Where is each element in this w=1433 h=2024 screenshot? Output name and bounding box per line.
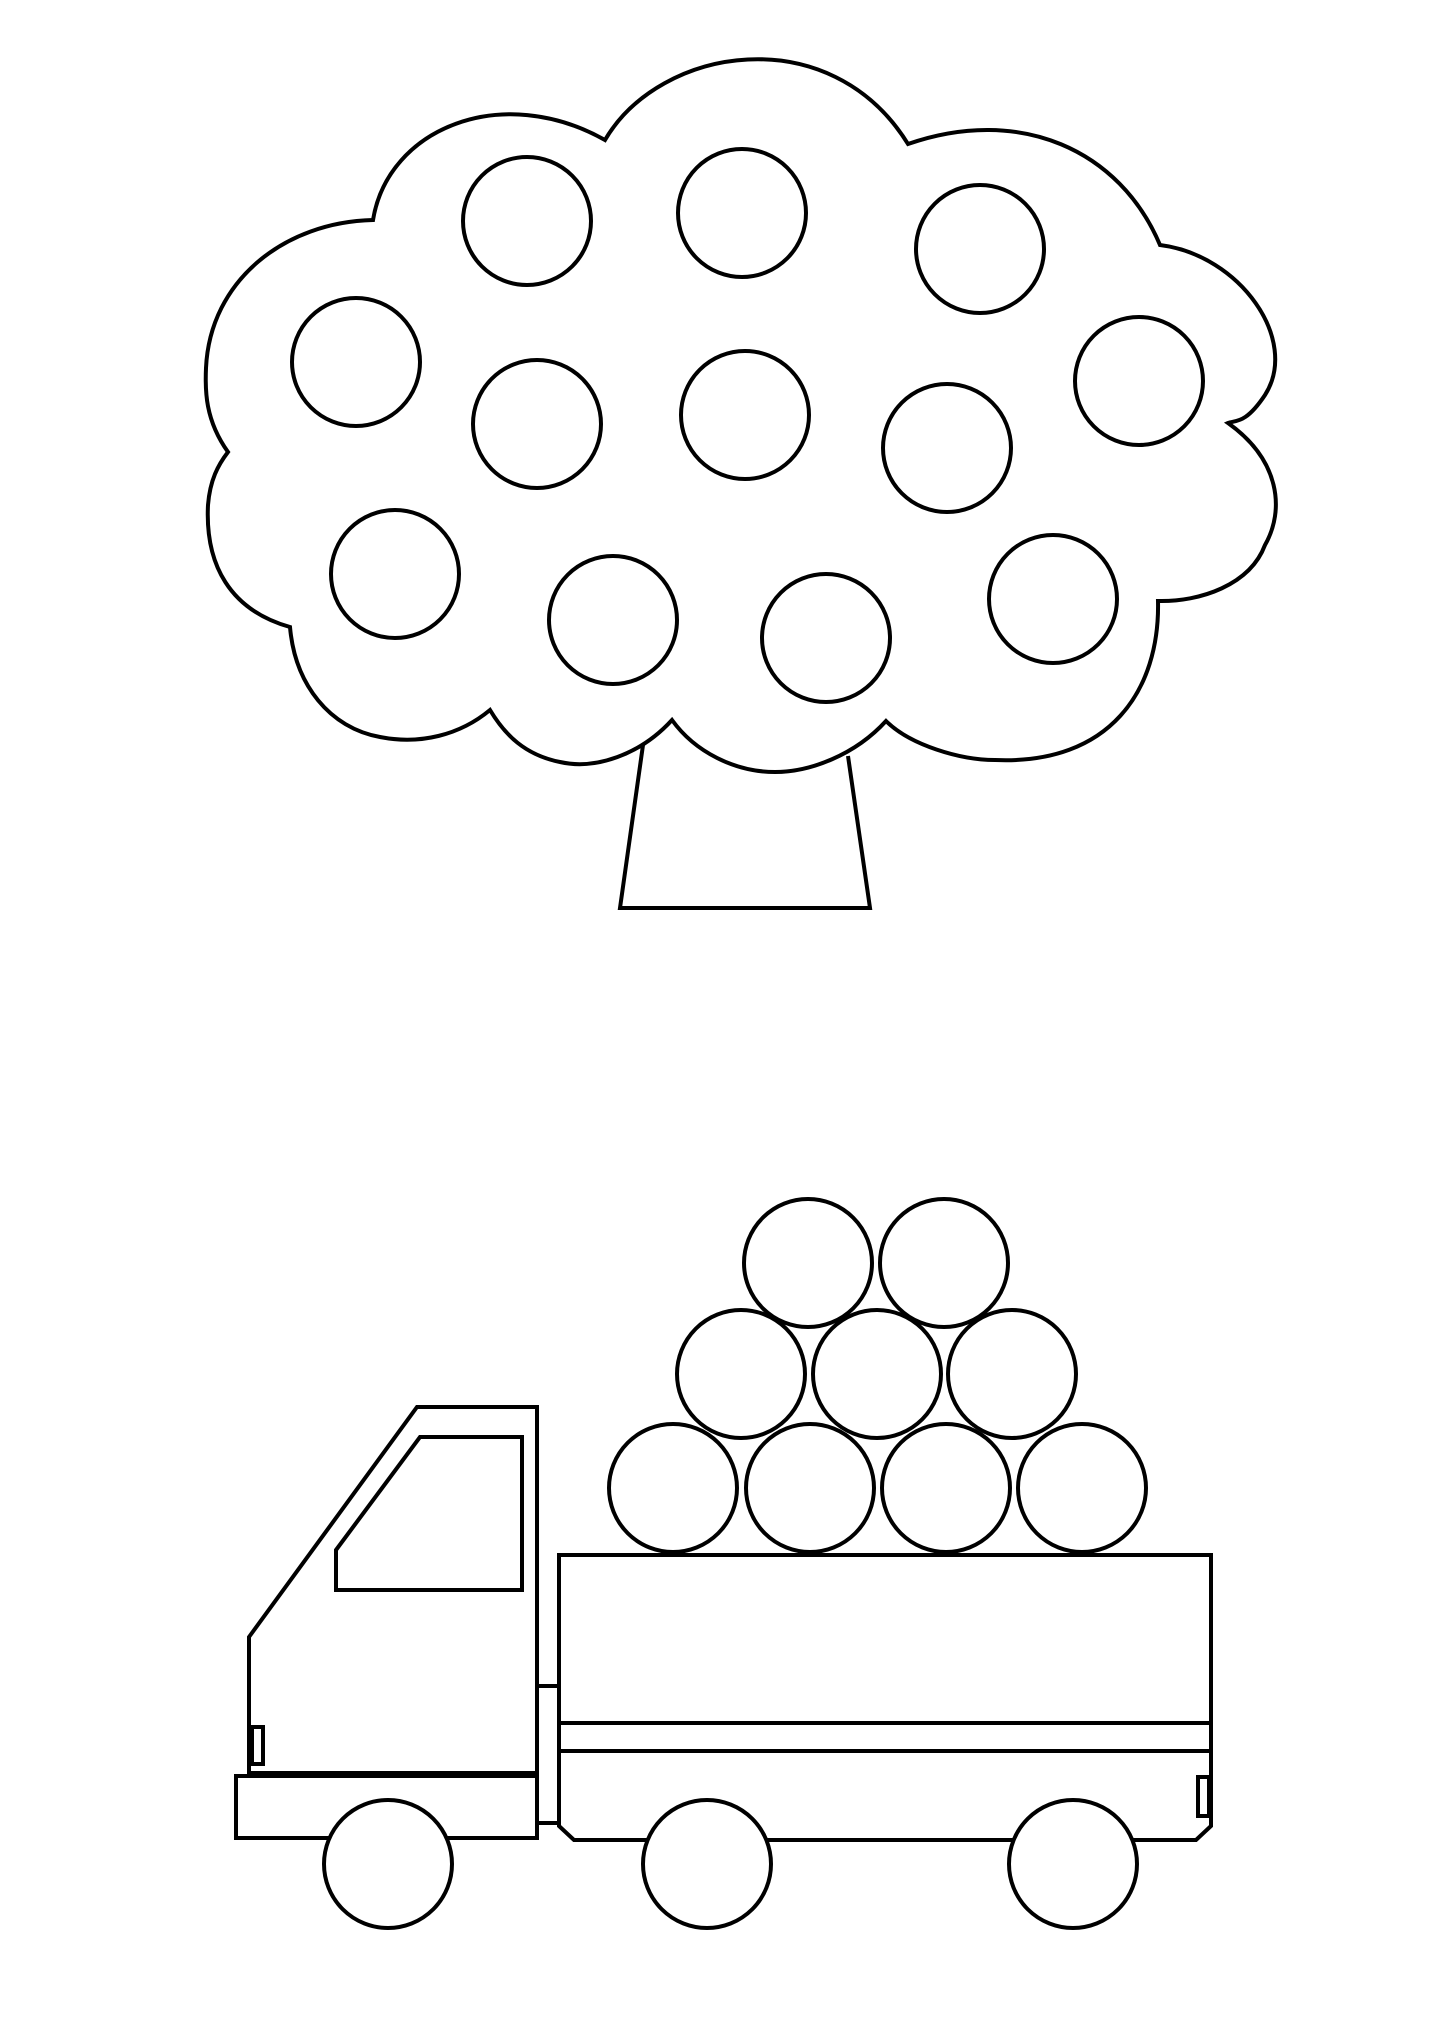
tree-dot — [329, 508, 461, 640]
tree-dot — [760, 572, 892, 704]
truck-fruit — [742, 1197, 874, 1329]
truck-fruit — [744, 1422, 876, 1554]
truck-fruit — [946, 1308, 1078, 1440]
tree — [203, 57, 1278, 910]
truck-wheel — [641, 1798, 773, 1930]
truck-fruit — [675, 1308, 807, 1440]
truck-window — [334, 1435, 524, 1592]
truck-rear-light — [1196, 1775, 1211, 1818]
truck-wheel — [322, 1798, 454, 1930]
truck-fruit — [878, 1197, 1010, 1329]
truck-fruit — [607, 1422, 739, 1554]
truck-fruit — [811, 1308, 943, 1440]
truck — [234, 1197, 1213, 1930]
tree-dot — [881, 382, 1013, 514]
tree-dot — [547, 554, 679, 686]
tree-dot — [914, 183, 1046, 315]
truck-fruit — [1016, 1422, 1148, 1554]
truck-door-handle — [250, 1725, 265, 1766]
truck-wheel — [1007, 1798, 1139, 1930]
tree-dot — [1073, 315, 1205, 447]
truck-bed-stripe — [557, 1721, 1213, 1753]
truck-fruit — [880, 1422, 1012, 1554]
tree-dot — [676, 147, 808, 279]
tree-dot — [471, 358, 603, 490]
tree-dot — [987, 533, 1119, 665]
tree-dot — [461, 155, 593, 287]
tree-dot — [679, 349, 811, 481]
truck-bed — [557, 1553, 1213, 1725]
truck-connector — [535, 1684, 561, 1825]
tree-trunk — [617, 744, 873, 910]
tree-dot — [290, 296, 422, 428]
